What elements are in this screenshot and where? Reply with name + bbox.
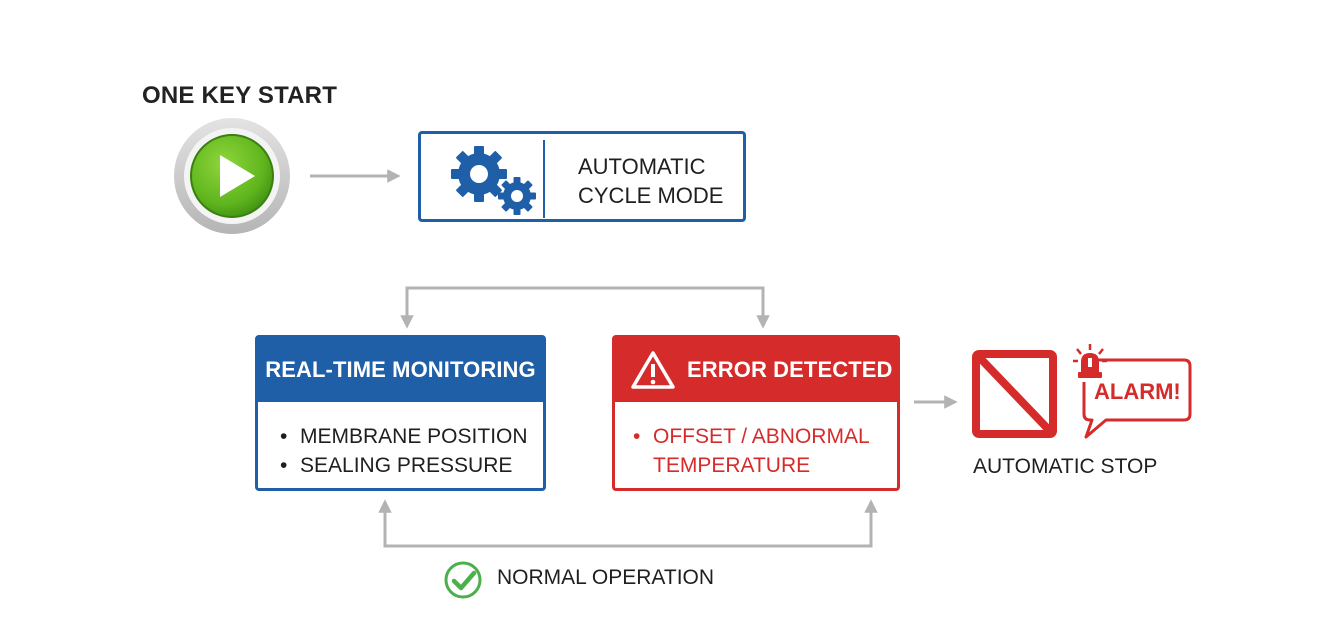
check-circle-icon xyxy=(443,560,483,600)
error-detail: • OFFSET / ABNORMAL TEMPERATURE xyxy=(633,422,870,480)
cycle-mode-line1: AUTOMATIC xyxy=(578,154,706,179)
cycle-mode-box: AUTOMATIC CYCLE MODE xyxy=(418,131,746,222)
alarm-text: ALARM! xyxy=(1094,379,1181,404)
error-header: ERROR DETECTED xyxy=(615,338,897,402)
cycle-mode-divider xyxy=(543,140,545,218)
bullet: • xyxy=(280,425,288,448)
alarm-bubble: ALARM! xyxy=(1072,342,1194,442)
monitoring-list: • MEMBRANE POSITION • SEALING PRESSURE xyxy=(280,422,528,480)
bullet: • xyxy=(280,454,288,477)
monitoring-item-membrane: MEMBRANE POSITION xyxy=(300,425,528,448)
split-connector xyxy=(405,286,765,323)
monitoring-title: REAL-TIME MONITORING xyxy=(258,338,543,402)
list-item: • SEALING PRESSURE xyxy=(280,451,528,480)
automatic-stop-label: AUTOMATIC STOP xyxy=(973,455,1158,478)
cycle-mode-label: AUTOMATIC CYCLE MODE xyxy=(578,152,723,210)
gears-icon xyxy=(451,146,536,215)
start-button[interactable] xyxy=(171,115,293,237)
siren-icon xyxy=(1073,344,1107,378)
error-panel: ERROR DETECTED • OFFSET / ABNORMAL TEMPER… xyxy=(612,335,900,491)
monitoring-item-pressure: SEALING PRESSURE xyxy=(300,454,513,477)
error-detail-line1: OFFSET / ABNORMAL xyxy=(653,425,870,448)
normal-operation-label: NORMAL OPERATION xyxy=(497,566,715,589)
bullet: • xyxy=(633,425,641,448)
stop-icon xyxy=(972,350,1057,438)
monitoring-panel: REAL-TIME MONITORING • MEMBRANE POSITION … xyxy=(255,335,546,491)
warning-icon xyxy=(631,351,675,389)
error-detail-line2: TEMPERATURE xyxy=(653,454,811,477)
cycle-mode-line2: CYCLE MODE xyxy=(578,183,724,208)
feedback-connector xyxy=(383,514,873,548)
list-item: • MEMBRANE POSITION xyxy=(280,422,528,451)
alarm-bubble-shape xyxy=(1082,358,1192,439)
start-title: ONE KEY START xyxy=(142,82,338,109)
error-title: ERROR DETECTED xyxy=(687,357,893,382)
play-icon xyxy=(174,118,290,234)
